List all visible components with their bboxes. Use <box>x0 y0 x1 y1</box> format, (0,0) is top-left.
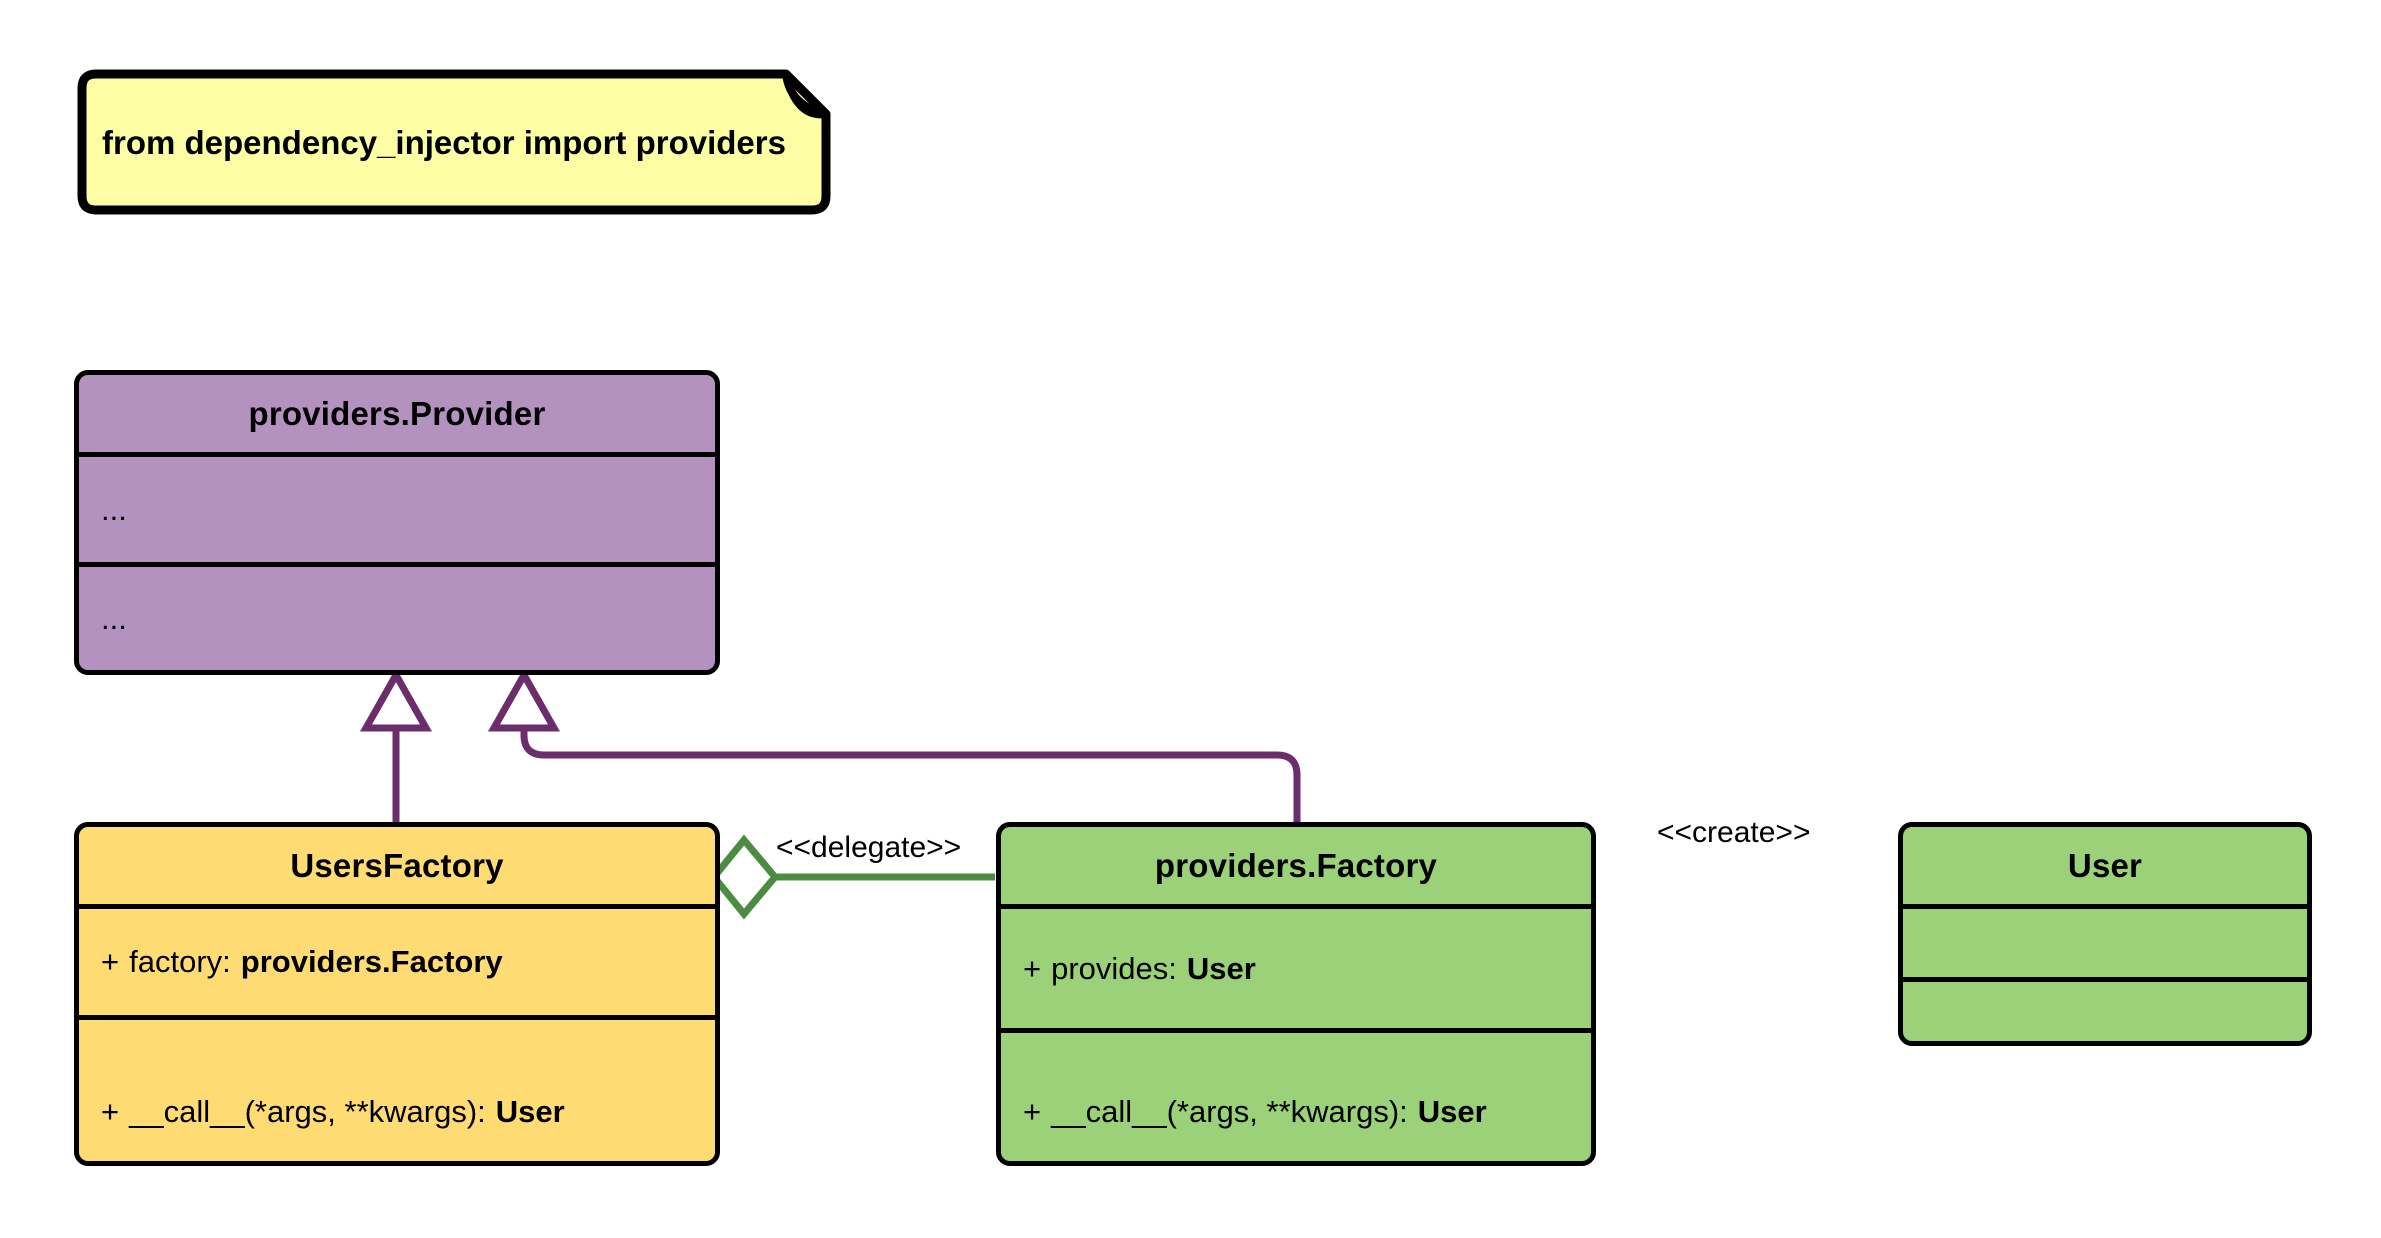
operation-visibility: + <box>101 1094 120 1129</box>
note-shape <box>77 69 831 215</box>
class-operations-user <box>1903 977 2307 1041</box>
class-node-user[interactable]: User <box>1898 822 2312 1046</box>
operation-name: __call__(*args, **kwargs): <box>129 1094 486 1129</box>
class-attributes-providers-provider: ... <box>79 452 715 562</box>
attribute-ellipsis: ... <box>101 491 127 527</box>
note-providers-import: from dependency_injector import provider… <box>74 68 834 218</box>
class-node-providers-factory[interactable]: providers.Factory + provides: User + __c… <box>996 822 1596 1166</box>
operation-ellipsis: ... <box>101 600 127 636</box>
attribute-name: factory: <box>129 944 231 979</box>
class-attributes-user <box>1903 904 2307 977</box>
class-attributes-usersfactory: + factory: providers.Factory <box>79 904 715 1015</box>
class-title-providers-provider: providers.Provider <box>248 394 546 432</box>
edge-label-create: <<create>> <box>1657 816 1811 849</box>
edge-label-delegate: <<delegate>> <box>776 831 962 864</box>
attribute-name: provides: <box>1051 950 1177 986</box>
class-title-providers-factory: providers.Factory <box>1154 846 1438 884</box>
note-fold-icon <box>782 70 830 119</box>
operation-type: User <box>495 1094 565 1129</box>
hollow-triangle-icon <box>359 667 433 732</box>
class-attributes-providers-factory: + provides: User <box>1001 904 1591 1028</box>
attribute-visibility: + <box>101 944 120 979</box>
hollow-triangle-icon <box>487 667 561 732</box>
operation-name: __call__(*args, **kwargs): <box>1051 1094 1408 1129</box>
class-title-user: User <box>2067 846 2143 884</box>
attribute-visibility: + <box>1023 950 1042 986</box>
class-operations-usersfactory: + __call__(*args, **kwargs): User <box>79 1015 715 1156</box>
class-operations-providers-provider: ... <box>79 562 715 670</box>
class-operations-providers-factory: + __call__(*args, **kwargs): User <box>1001 1028 1591 1156</box>
class-node-providers-provider[interactable]: providers.Provider ... ... <box>74 370 720 675</box>
attribute-type: User <box>1186 950 1256 986</box>
operation-type: User <box>1417 1094 1487 1129</box>
note-text: from dependency_injector import provider… <box>102 124 786 161</box>
edge-providersfactory-generalization <box>487 667 1301 822</box>
class-title-usersfactory: UsersFactory <box>290 846 504 884</box>
hollow-diamond-icon <box>709 834 780 920</box>
operation-visibility: + <box>1023 1094 1042 1129</box>
attribute-type: providers.Factory <box>240 944 503 979</box>
class-node-usersfactory[interactable]: UsersFactory + factory: providers.Factor… <box>74 822 720 1166</box>
edge-delegate-aggregation <box>709 834 995 920</box>
edge-usersfactory-generalization <box>359 667 433 822</box>
